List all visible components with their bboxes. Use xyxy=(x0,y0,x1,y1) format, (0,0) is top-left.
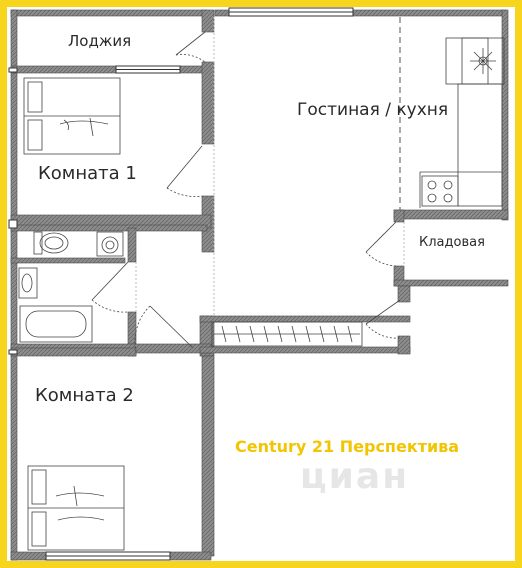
room-label-living-kitchen: Гостиная / кухня xyxy=(297,100,449,120)
washing-machine-icon xyxy=(96,231,124,257)
room-label-room2: Комната 2 xyxy=(35,385,134,406)
room-label-loggia: Лоджия xyxy=(68,32,132,50)
walls xyxy=(10,9,509,561)
fridge-icon xyxy=(445,37,505,85)
stove-icon xyxy=(421,175,459,207)
zone-lines xyxy=(135,17,405,316)
windows xyxy=(8,7,354,561)
sink-icon xyxy=(18,267,38,299)
toilet-icon xyxy=(33,231,69,255)
room-label-storage: Кладовая xyxy=(419,235,485,250)
room-label-room1: Комната 1 xyxy=(38,163,137,184)
bed-icon xyxy=(23,77,121,155)
wardrobe-icon xyxy=(211,321,363,347)
bathtub-icon xyxy=(19,305,93,343)
bed-icon-2 xyxy=(27,465,125,551)
agency-caption: Century 21 Перспектива xyxy=(235,437,460,456)
doors xyxy=(91,31,401,353)
watermark: циан xyxy=(300,456,410,497)
kitchen-counter xyxy=(419,83,503,208)
